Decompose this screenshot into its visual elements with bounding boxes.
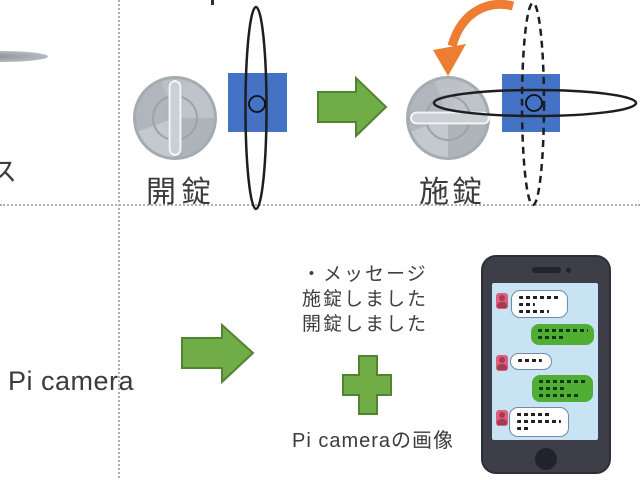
- circle-marker-left: [248, 95, 266, 113]
- chat-avatar: [496, 355, 508, 371]
- chat-avatar: [496, 293, 508, 309]
- dash-text-line: [538, 336, 566, 339]
- thumbturn-knob-vertical: [168, 80, 182, 156]
- phone-screen: [492, 283, 598, 440]
- dash-text-line: [538, 329, 588, 332]
- thumbturn-knob-horizontal: [410, 111, 490, 125]
- thumbturn-unlocked-icon: [133, 76, 217, 160]
- blue-square-left: [228, 73, 287, 132]
- unlock-label: 開錠: [146, 176, 216, 209]
- dash-text-line: [519, 296, 559, 299]
- smartphone-illustration: [481, 255, 611, 474]
- chat-bubble-left: [509, 407, 569, 437]
- rotation-ellipse-vertical-solid: [244, 5, 268, 211]
- phone-camera-dot: [566, 268, 571, 273]
- cropped-gray-shape: [0, 51, 48, 62]
- rotation-arrow-icon: [433, 0, 515, 76]
- lock-label: 施錠: [419, 176, 485, 209]
- plus-icon: [342, 355, 392, 415]
- arrow-right-bottom-icon: [181, 322, 255, 385]
- dash-text-line: [517, 420, 561, 423]
- dash-text-line: [539, 394, 579, 397]
- phone-home-button: [535, 448, 557, 470]
- rotation-ellipse-horizontal-solid: [432, 88, 638, 118]
- dash-text-line: [539, 387, 564, 390]
- dash-text-line: [518, 359, 542, 362]
- blue-square-right: [502, 74, 560, 132]
- top-edge-mark: [211, 0, 214, 5]
- thumbturn-locked-icon: [406, 76, 490, 160]
- message-line-2: 施錠しました: [302, 289, 429, 310]
- chat-avatar: [496, 410, 508, 426]
- chat-bubble-right: [532, 375, 593, 402]
- dash-text-line: [519, 310, 549, 313]
- guide-line-horizontal: [0, 204, 640, 206]
- dash-text-line: [539, 380, 586, 383]
- image-caption: Pi cameraの画像: [292, 430, 455, 452]
- message-line-1: ・メッセージ: [302, 264, 428, 285]
- dash-text-line: [519, 303, 535, 306]
- dash-text-line: [517, 427, 531, 430]
- message-text-block: ・メッセージ 施錠しました 開錠しました: [302, 262, 428, 337]
- circle-marker-right: [525, 94, 543, 112]
- rotation-ellipse-vertical-dashed: [520, 1, 546, 207]
- message-line-3: 開錠しました: [302, 314, 429, 335]
- phone-speaker: [532, 267, 561, 273]
- chat-bubble-left: [511, 290, 568, 318]
- pi-camera-label: Pi camera: [8, 366, 135, 396]
- chat-bubble-right: [531, 324, 594, 345]
- dash-text-line: [517, 413, 551, 416]
- guide-line-vertical: [118, 0, 120, 478]
- cropped-text-fragment: ス: [0, 157, 17, 187]
- chat-bubble-left: [510, 353, 552, 370]
- arrow-right-top-icon: [317, 75, 388, 139]
